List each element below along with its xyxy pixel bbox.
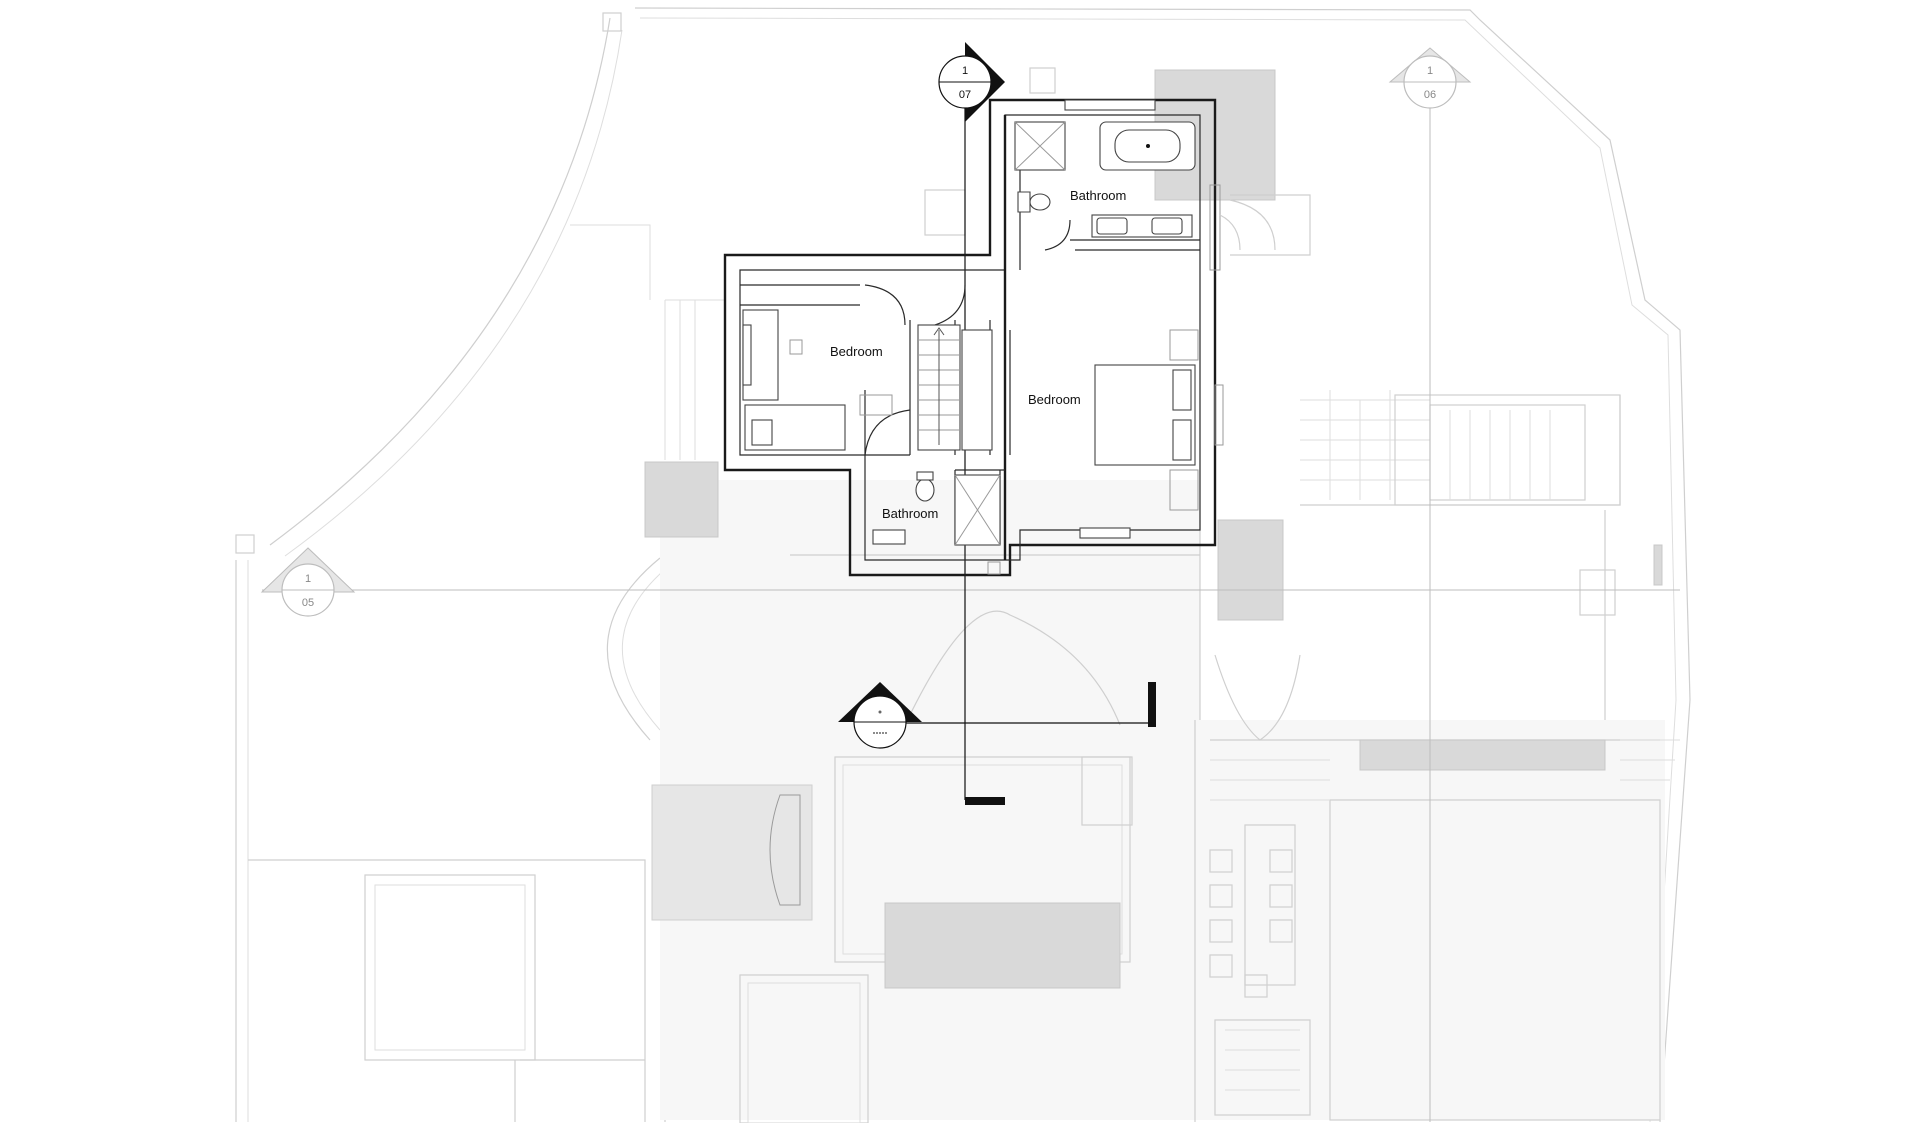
corner-post-left [235, 534, 255, 554]
room-label-bedroom-main: Bedroom [1028, 392, 1081, 407]
room-label-bathroom-top: Bathroom [1070, 188, 1126, 203]
brick-paving [1210, 390, 1680, 801]
basin [872, 529, 906, 545]
wc-top [1029, 193, 1051, 211]
bedroom-main-fixtures [961, 329, 1224, 539]
section-marker-north: 1 07 [938, 42, 1005, 122]
wc-bottom [915, 478, 935, 502]
section-marker-west: 1 05 [260, 547, 356, 617]
bathroom-top-fixtures [1014, 99, 1241, 271]
pool-surface [884, 902, 1121, 989]
section-cut-end-right [1148, 682, 1156, 727]
bench-right [1359, 739, 1606, 771]
garden-stair-right [1300, 394, 1621, 506]
section-marker-west-sheet: 05 [302, 597, 314, 609]
corner-post-top [602, 12, 622, 32]
internal-stair [917, 324, 961, 451]
section-marker-west-number: 1 [305, 573, 311, 585]
ground-floor-room-left [364, 874, 536, 1061]
section-marker-cut [838, 682, 922, 749]
section-marker-north-sheet: 07 [959, 89, 971, 101]
section-marker-east-number: 1 [1427, 65, 1433, 77]
section-marker-north-number: 1 [962, 65, 968, 77]
bedroom-left-fixtures [742, 309, 893, 451]
outdoor-dining-set [1209, 824, 1296, 998]
room-label-bedroom-left: Bedroom [830, 344, 883, 359]
garden-bench [651, 784, 813, 921]
bathroom-bottom-fixtures [872, 471, 1001, 575]
first-floor-plan: Bathroom Bedroom Bedroom Bathroom [723, 98, 1241, 577]
wardrobe [961, 329, 993, 451]
stair-bottom-right [1214, 1019, 1311, 1116]
site-ghost-linework [235, 7, 1691, 1123]
section-marker-east: 1 06 [1388, 47, 1472, 109]
section-cut-end [965, 797, 1005, 805]
section-marker-east-sheet: 06 [1424, 89, 1436, 101]
room-label-bathroom-bottom: Bathroom [882, 506, 938, 521]
ground-floor-doorswings [904, 199, 1301, 741]
